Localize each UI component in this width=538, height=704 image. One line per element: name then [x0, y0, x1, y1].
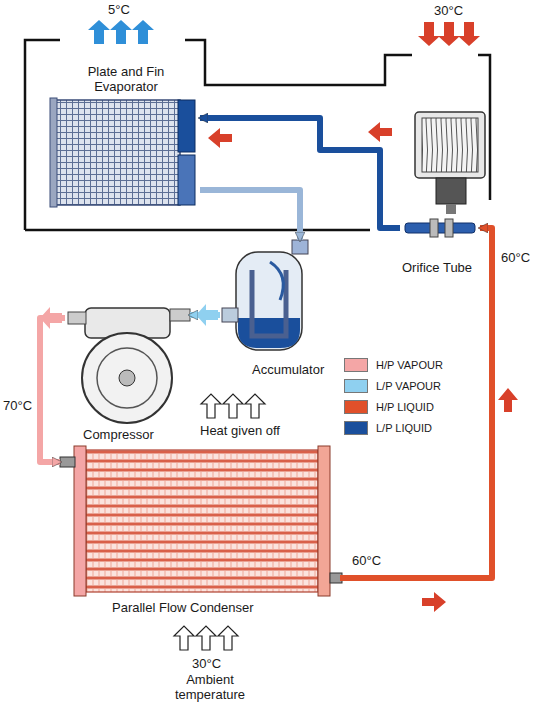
illustration-part [438, 22, 460, 46]
illustration-part [405, 223, 475, 233]
illustration-part [201, 394, 265, 418]
ambient-note: Ambient temperature [160, 672, 260, 702]
illustration-part [178, 100, 195, 152]
illustration-part [82, 333, 172, 423]
illustration-part [174, 626, 238, 650]
illustration-part [60, 457, 75, 467]
refrigerant-pipe [40, 318, 65, 462]
illustration-part [292, 240, 308, 254]
illustration-part [436, 178, 466, 204]
illustration-part [74, 446, 86, 596]
illustration-part [132, 20, 154, 44]
legend-swatch [344, 379, 368, 393]
illustration-part [50, 98, 57, 207]
illustration-part [446, 204, 456, 214]
legend-swatch [344, 400, 368, 414]
legend-row: L/P LIQUID [344, 417, 443, 438]
illustration-part [88, 20, 154, 44]
illustration-part [174, 626, 194, 650]
illustration-part [223, 394, 243, 418]
legend-text: H/P VAPOUR [376, 359, 443, 371]
refrigerant-pipe [190, 312, 220, 318]
refrigerant-pipe [340, 228, 492, 578]
illustration-part [445, 219, 453, 237]
condenser: Parallel Flow Condenser [60, 440, 340, 622]
illustration-part [422, 592, 446, 612]
illustration-part [236, 252, 302, 350]
legend: H/P VAPOUR L/P VAPOUR H/P LIQUID L/P LIQUID [344, 354, 443, 438]
illustration-part [368, 122, 392, 142]
illustration-part [418, 22, 480, 46]
illustration-part [430, 219, 438, 237]
illustration-part [201, 394, 221, 418]
illustration-part [86, 450, 318, 592]
legend-swatch [344, 421, 368, 435]
illustration-part [119, 370, 135, 386]
accumulator: Accumulator [220, 240, 330, 380]
illustration-part [422, 118, 478, 172]
illustration-part [208, 128, 232, 148]
legend-row: H/P LIQUID [344, 396, 443, 417]
air-temperature: 30°C [432, 3, 465, 18]
component-label: Plate and Fin Evaporator [74, 64, 178, 94]
illustration-part [55, 100, 180, 205]
pipe-temperature: 70°C [1, 398, 34, 413]
legend-text: H/P LIQUID [376, 401, 434, 413]
orifice-tube: Orifice Tube [400, 218, 480, 280]
pipe-temperature: 60°C [350, 553, 383, 568]
refrigerant-pipe [200, 190, 300, 240]
illustration-part [245, 394, 265, 418]
legend-row: L/P VAPOUR [344, 375, 443, 396]
illustration-part [218, 626, 238, 650]
legend-row: H/P VAPOUR [344, 354, 443, 375]
legend-text: L/P LIQUID [376, 422, 432, 434]
illustration-part [458, 22, 480, 46]
evaporator: Plate and Fin Evaporator [50, 60, 200, 210]
component-label: Accumulator [250, 362, 326, 377]
air-temperature: 30°C [190, 656, 223, 671]
illustration-part [318, 446, 330, 596]
illustration-part [252, 270, 286, 336]
component-label: Orifice Tube [400, 260, 474, 275]
illustration-part [196, 626, 216, 650]
illustration-part [415, 112, 485, 178]
legend-text: L/P VAPOUR [376, 380, 441, 392]
legend-swatch [344, 358, 368, 372]
pipe-temperature: 60°C [499, 250, 532, 265]
illustration-part [68, 312, 86, 324]
component-label: Compressor [81, 427, 156, 442]
component-label: Parallel Flow Condenser [110, 600, 256, 615]
illustration-part [498, 388, 518, 412]
illustration-part [25, 40, 490, 230]
heat-note: Heat given off [198, 423, 282, 438]
illustration-part [238, 318, 300, 348]
illustration-part [97, 348, 157, 408]
illustration-part [418, 22, 440, 46]
illustration-part [110, 20, 132, 44]
air-temperature: 5°C [106, 2, 132, 17]
illustration-part [270, 262, 283, 300]
compressor: Compressor [65, 305, 190, 445]
illustration-part [222, 308, 238, 322]
illustration-part [88, 20, 110, 44]
illustration-part [178, 155, 195, 205]
illustration-part [170, 309, 190, 321]
